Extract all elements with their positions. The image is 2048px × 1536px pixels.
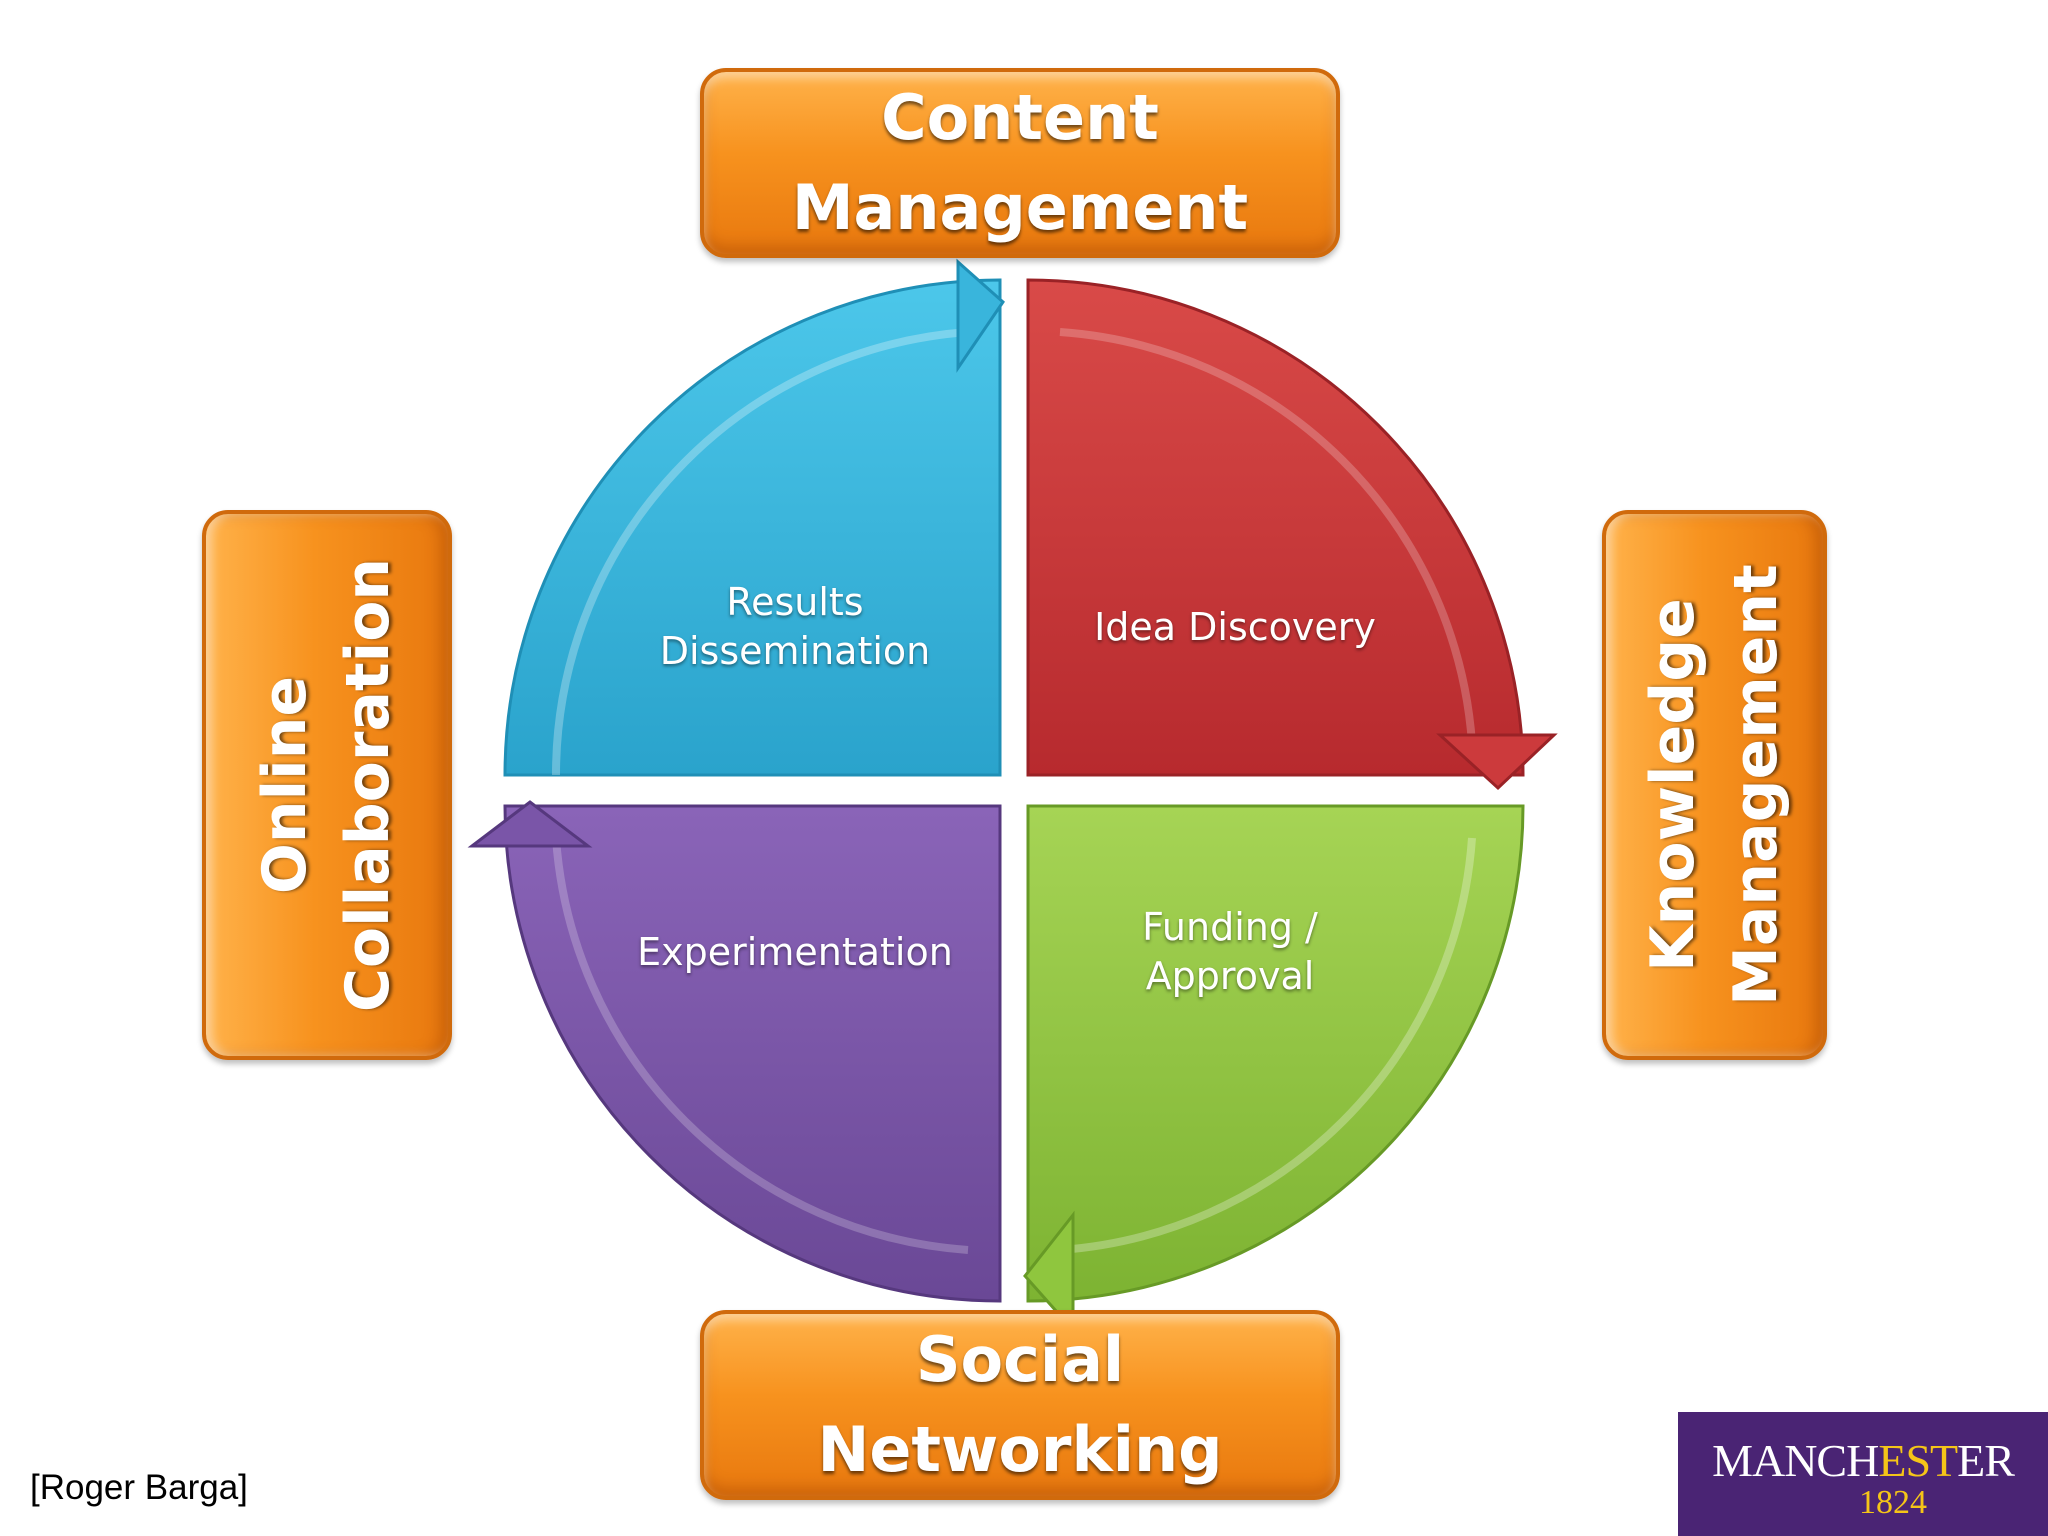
knowledge-management-line1: Knowledge: [1637, 598, 1708, 972]
arrow-band-green: [1059, 837, 1476, 1254]
quadrant-results-dissemination: [503, 278, 1002, 777]
results-label-line1: Results: [726, 580, 864, 624]
social-networking-line1: Social: [915, 1323, 1125, 1397]
online-collaboration-line1: Online: [250, 675, 321, 895]
logo-wordmark: MANCHESTER: [1678, 1438, 2048, 1484]
funding-label-line1: Funding /: [1142, 905, 1318, 949]
arrow-band-purple: [552, 837, 969, 1254]
online-collaboration-line2: Collaboration: [333, 557, 403, 1013]
quadrant-idea-discovery: [1026, 278, 1525, 777]
experimentation-text: Experimentation: [637, 930, 953, 974]
logo-name-pre: MANCH: [1712, 1435, 1879, 1486]
quadrant-experimentation: [503, 804, 1002, 1303]
knowledge-management-box: Knowledge Management: [1602, 510, 1827, 1060]
knowledge-management-line2: Management: [1720, 564, 1791, 1006]
idea-discovery-text: Idea Discovery: [1094, 605, 1376, 649]
funding-approval-label: Funding / Approval: [1110, 903, 1350, 1002]
social-networking-line2: Networking: [817, 1413, 1223, 1486]
logo-name-gold: EST: [1878, 1435, 1958, 1486]
university-logo: MANCHESTER 1824: [1678, 1412, 2048, 1536]
arrowhead-blue: [956, 258, 1005, 373]
content-management-box: Content Management: [700, 68, 1340, 258]
content-management-line1: Content: [881, 81, 1159, 155]
social-networking-box: Social Networking: [700, 1310, 1340, 1500]
online-collaboration-box: Online Collaboration: [202, 510, 452, 1060]
quadrant-funding-approval: [1026, 804, 1525, 1303]
idea-discovery-label: Idea Discovery: [1070, 603, 1400, 652]
experimentation-label: Experimentation: [615, 928, 975, 977]
results-dissemination-label: Results Dissemination: [620, 578, 970, 677]
arrow-band-red: [1059, 328, 1476, 744]
content-management-line2: Management: [791, 171, 1249, 244]
arrowhead-purple: [467, 800, 593, 848]
arrowhead-green: [1023, 1210, 1075, 1334]
logo-name-post: ER: [1957, 1435, 2015, 1486]
arrow-band-blue: [552, 328, 969, 776]
arrowhead-red: [1436, 733, 1558, 791]
results-label-line2: Dissemination: [659, 629, 931, 674]
attribution-credit: [Roger Barga]: [30, 1468, 248, 1507]
funding-label-line2: Approval: [1145, 954, 1315, 999]
logo-year: 1824: [1859, 1484, 1927, 1521]
